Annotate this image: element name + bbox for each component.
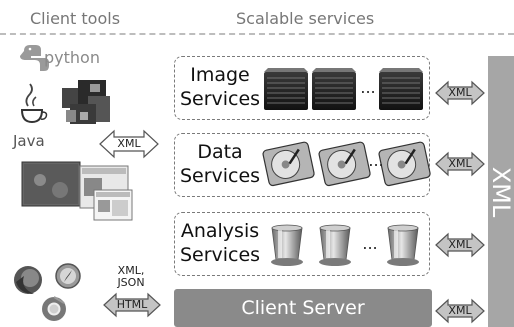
java-label: Java — [13, 132, 45, 150]
image-services-box — [174, 56, 430, 120]
image-services-ellipsis: ... — [360, 78, 376, 97]
image-services-line1: Image — [190, 64, 250, 86]
data-services-ellipsis: ... — [368, 151, 384, 170]
analysis-services-ellipsis: ... — [362, 234, 378, 253]
hard-disk-icon — [261, 140, 317, 188]
analysis-services-line2: Services — [179, 244, 261, 266]
compute-node-icon — [318, 224, 352, 267]
xml-label-image: XML — [448, 86, 472, 99]
firefox-icon — [14, 266, 42, 294]
data-services-line1: Data — [197, 141, 243, 163]
client-server-bar — [174, 289, 432, 327]
server-rack-icon — [311, 67, 357, 111]
data-services-box — [174, 133, 430, 197]
java-logo-icon — [20, 83, 48, 124]
xml-bus-label: XML — [487, 166, 514, 218]
image-services-label: Image Services — [176, 63, 264, 111]
client-tools-header: Client tools — [30, 9, 121, 28]
python-logo-icon — [20, 45, 49, 71]
analysis-services-line1: Analysis — [180, 220, 260, 242]
xml-label-analysis: XML — [448, 238, 472, 251]
xml-arrow-client — [99, 129, 159, 159]
xml-json-label: XML, JSON — [112, 265, 150, 289]
xml-label-client: XML — [117, 137, 141, 150]
xml-bus — [488, 56, 514, 327]
xml-json-line1: XML, — [117, 264, 145, 277]
safari-icon — [55, 263, 81, 289]
client-server-label: Client Server — [241, 297, 365, 319]
analysis-services-label: Analysis Services — [176, 219, 264, 267]
server-rack-icon — [378, 67, 424, 111]
compute-node-icon — [386, 224, 420, 267]
image-services-line2: Services — [179, 88, 261, 110]
compute-node-icon — [270, 224, 304, 267]
header-divider — [0, 33, 514, 35]
hard-disk-icon — [377, 140, 433, 188]
render-montage-image — [62, 80, 110, 124]
server-rack-icon — [263, 67, 309, 111]
hard-disk-icon — [317, 140, 373, 188]
analysis-services-box — [174, 212, 430, 276]
html-label: HTML — [116, 298, 148, 311]
scalable-services-header: Scalable services — [236, 9, 375, 28]
data-services-line2: Services — [179, 165, 261, 187]
chrome-icon — [42, 296, 66, 321]
xml-json-line2: JSON — [117, 276, 145, 289]
xml-label-data: XML — [448, 157, 472, 170]
html-arrow-client — [103, 292, 161, 318]
python-label: python — [44, 48, 100, 67]
desktop-app-screenshot — [21, 161, 133, 221]
data-services-label: Data Services — [176, 140, 264, 188]
xml-label-server: XML — [448, 304, 472, 317]
